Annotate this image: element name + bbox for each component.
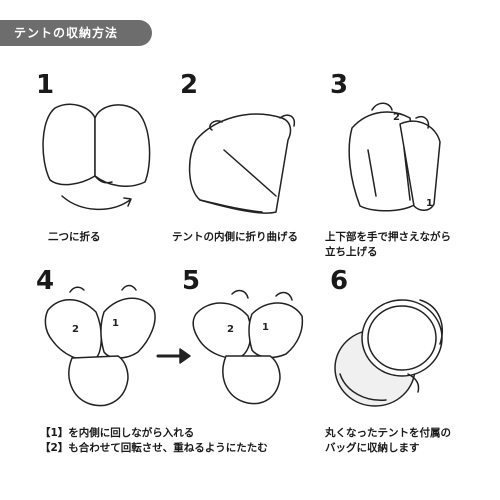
step-5-number: 5 (182, 266, 201, 296)
step-6-number: 6 (330, 266, 349, 296)
step-1-illustration (42, 103, 151, 211)
step-2-caption: テントの内側に折り曲げる (172, 231, 298, 243)
step-4-caption-line2: 【2】も合わせて回転させ、重ねるようにたたむ (40, 442, 268, 454)
step-6-caption-line2: バッグに収納します (325, 442, 420, 454)
step-4-illustration: 2 1 (44, 284, 156, 407)
fig3-label-1: 1 (426, 198, 433, 209)
fig4-label-1: 1 (112, 318, 119, 329)
step-5-illustration: 2 1 (192, 289, 304, 405)
step-2-number: 2 (180, 70, 199, 100)
step-3-caption-line2: 立ち上げる (325, 246, 378, 258)
curved-arrow-icon (61, 195, 131, 211)
step-4-number: 4 (36, 266, 55, 296)
step-3-illustration: 2 1 (348, 102, 441, 212)
step-3-caption-line1: 上下部を手で押さえながら (325, 231, 451, 243)
step-3-number: 3 (330, 70, 349, 100)
curved-arrow-icon (69, 286, 85, 293)
step-1-caption: 二つに折る (48, 231, 101, 243)
fig5-label-1: 1 (262, 322, 269, 333)
step-6-illustration (334, 299, 443, 407)
fig5-label-2: 2 (227, 324, 234, 335)
step-2-illustration (188, 113, 296, 214)
right-arrow-icon (156, 348, 191, 364)
hand-icon (407, 373, 420, 393)
fig3-label-2: 2 (393, 112, 400, 123)
header-tab: テントの収納方法 (0, 20, 152, 46)
header-title: テントの収納方法 (14, 26, 119, 40)
fig4-label-2: 2 (72, 324, 79, 335)
step-4-caption-line1: 【1】を内側に回しながら入れる (40, 427, 195, 439)
step-1-number: 1 (36, 70, 55, 100)
step-6-caption-line1: 丸くなったテントを付属の (325, 427, 451, 439)
hand-icon (209, 120, 223, 131)
